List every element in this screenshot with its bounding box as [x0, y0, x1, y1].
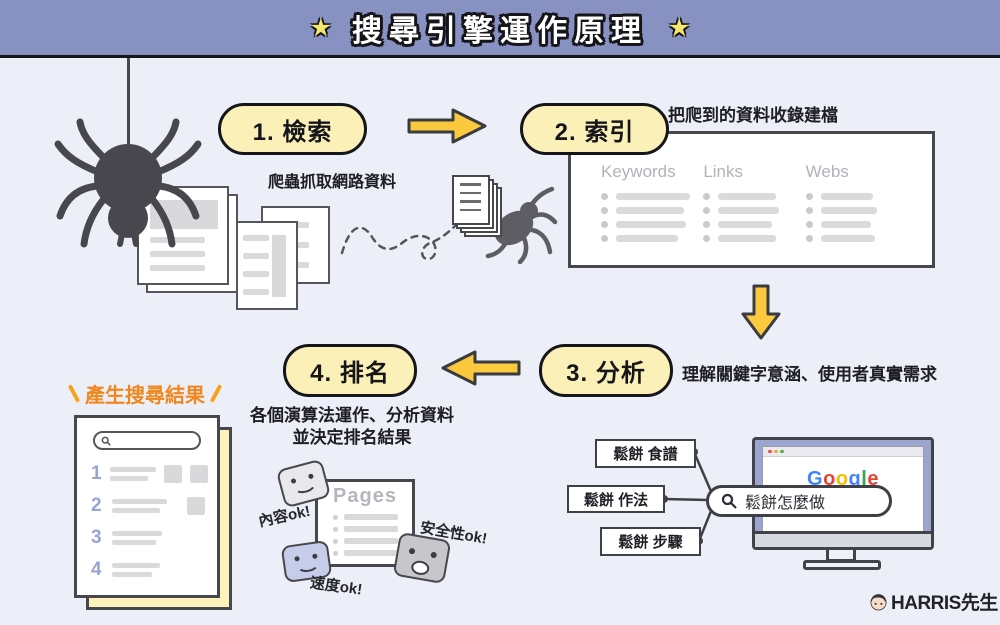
- column-header: Webs: [805, 162, 849, 181]
- query-box-recipe: 鬆餅 食譜: [595, 439, 696, 468]
- rank-number: 1: [91, 463, 102, 484]
- check-label-speed: 速度ok!: [308, 574, 364, 599]
- check-label-content: 內容ok!: [257, 502, 312, 531]
- step3-caption: 理解關鍵字意涵、使用者真實需求: [682, 365, 937, 384]
- results-page: 1 2 3 4: [74, 415, 220, 598]
- results-list: 1 2 3 4: [91, 463, 208, 580]
- page-title: 搜尋引擎運作原理: [352, 14, 648, 48]
- avatar-icon: [870, 594, 887, 611]
- rank-number: 3: [91, 527, 102, 548]
- flow-arrow-right-icon: [407, 108, 487, 144]
- magnifier-icon: [721, 493, 737, 509]
- column-header: Links: [703, 162, 744, 181]
- result-row: 2: [91, 496, 205, 516]
- step4-caption-line2: 並決定排名結果: [292, 428, 412, 447]
- browser-title-bar: [763, 447, 923, 457]
- google-letter: o: [835, 468, 849, 490]
- accent-slash-icon: [209, 384, 223, 403]
- browser-traffic-dots-icon: [780, 449, 784, 454]
- step-badge-crawl: 1. 檢索: [218, 103, 367, 155]
- spider-icon: [54, 118, 202, 248]
- column-header: Keywords: [601, 162, 676, 181]
- google-letter: e: [867, 468, 879, 490]
- browser-traffic-dots-icon: [774, 449, 778, 454]
- result-row: 4: [91, 560, 205, 580]
- google-letter: o: [823, 468, 836, 490]
- results-title-text: 產生搜尋結果: [85, 385, 205, 407]
- index-column-webs: Webs: [805, 162, 908, 265]
- step1-caption: 爬蟲抓取網路資料: [267, 174, 396, 191]
- query-box-steps: 鬆餅 步驟: [600, 527, 701, 556]
- header-bar: ★ 搜尋引擎運作原理 ★: [0, 0, 1000, 58]
- result-thumbnail: [189, 465, 208, 483]
- search-query-text: 鬆餅怎麼做: [745, 495, 826, 512]
- query-box-method: 鬆餅 作法: [567, 485, 665, 513]
- step-badge-index: 2. 索引: [520, 103, 669, 155]
- spider-thread: [127, 58, 130, 148]
- spider-trail-dashes: [340, 223, 458, 261]
- step-badge-rank: 4. 排名: [283, 344, 417, 397]
- step4-caption-line1: 各個演算法運作、分析資料: [250, 406, 454, 425]
- monitor-bezel: [755, 531, 931, 547]
- brand-logo: HARRIS先生: [869, 588, 998, 615]
- google-logo: Google: [763, 468, 923, 491]
- magnifier-icon: [101, 436, 111, 446]
- index-column-links: Links: [703, 162, 805, 265]
- star-icon: ★: [309, 13, 332, 42]
- flow-arrow-left-icon: [441, 350, 521, 386]
- rank-number: 4: [91, 559, 102, 580]
- result-row: 3: [91, 528, 205, 548]
- step2-caption: 把爬到的資料收錄建檔: [668, 106, 838, 125]
- google-letter: l: [861, 468, 868, 490]
- browser-traffic-dots-icon: [768, 449, 772, 454]
- rank-number: 2: [91, 495, 102, 516]
- step4-caption: 各個演算法運作、分析資料 並決定排名結果: [248, 405, 456, 449]
- brand-logo-text: HARRIS先生: [891, 593, 998, 614]
- google-letter: g: [848, 468, 862, 490]
- result-thumbnail: [187, 497, 205, 515]
- results-search-bar: [93, 431, 201, 450]
- result-row: 1: [91, 463, 208, 484]
- google-letter: G: [807, 468, 824, 490]
- monitor-stand-base: [803, 560, 881, 570]
- step-badge-analyze: 3. 分析: [539, 344, 673, 397]
- results-title: 產生搜尋結果: [66, 379, 224, 408]
- flow-arrow-down-icon: [741, 284, 781, 340]
- pages-card-title: Pages: [333, 485, 397, 507]
- index-table: Keywords Links Webs: [568, 131, 935, 268]
- google-search-bar: 鬆餅怎麼做: [706, 485, 892, 517]
- result-thumbnail: [163, 465, 182, 483]
- crawled-papers-stack: [452, 175, 512, 245]
- index-column-keywords: Keywords: [601, 162, 703, 265]
- accent-slash-icon: [67, 384, 81, 403]
- webpage-document: [236, 221, 298, 310]
- star-icon: ★: [668, 13, 691, 42]
